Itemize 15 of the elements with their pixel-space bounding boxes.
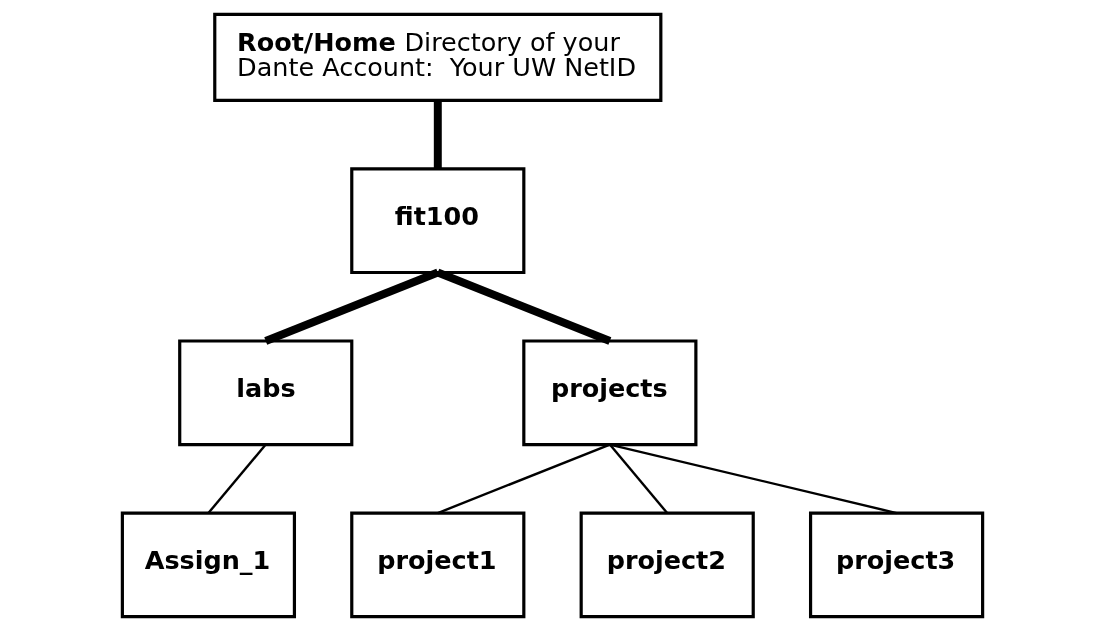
connector	[435, 268, 611, 345]
connector	[207, 443, 267, 514]
node-box: projects	[521, 339, 697, 447]
node-box: labs	[177, 339, 353, 447]
connector	[609, 443, 897, 515]
node-box: project1	[349, 511, 525, 619]
node-box: project2	[579, 511, 755, 619]
connector	[433, 100, 442, 169]
node-box: Assign_1	[120, 511, 296, 619]
node-box: fit100	[349, 167, 525, 275]
node-box: project3	[808, 511, 984, 619]
connector	[608, 443, 668, 514]
connector	[436, 443, 610, 515]
connector	[263, 268, 439, 345]
node-box: Root/Home Directory of your Dante Account: Your UW NetID	[212, 12, 662, 103]
